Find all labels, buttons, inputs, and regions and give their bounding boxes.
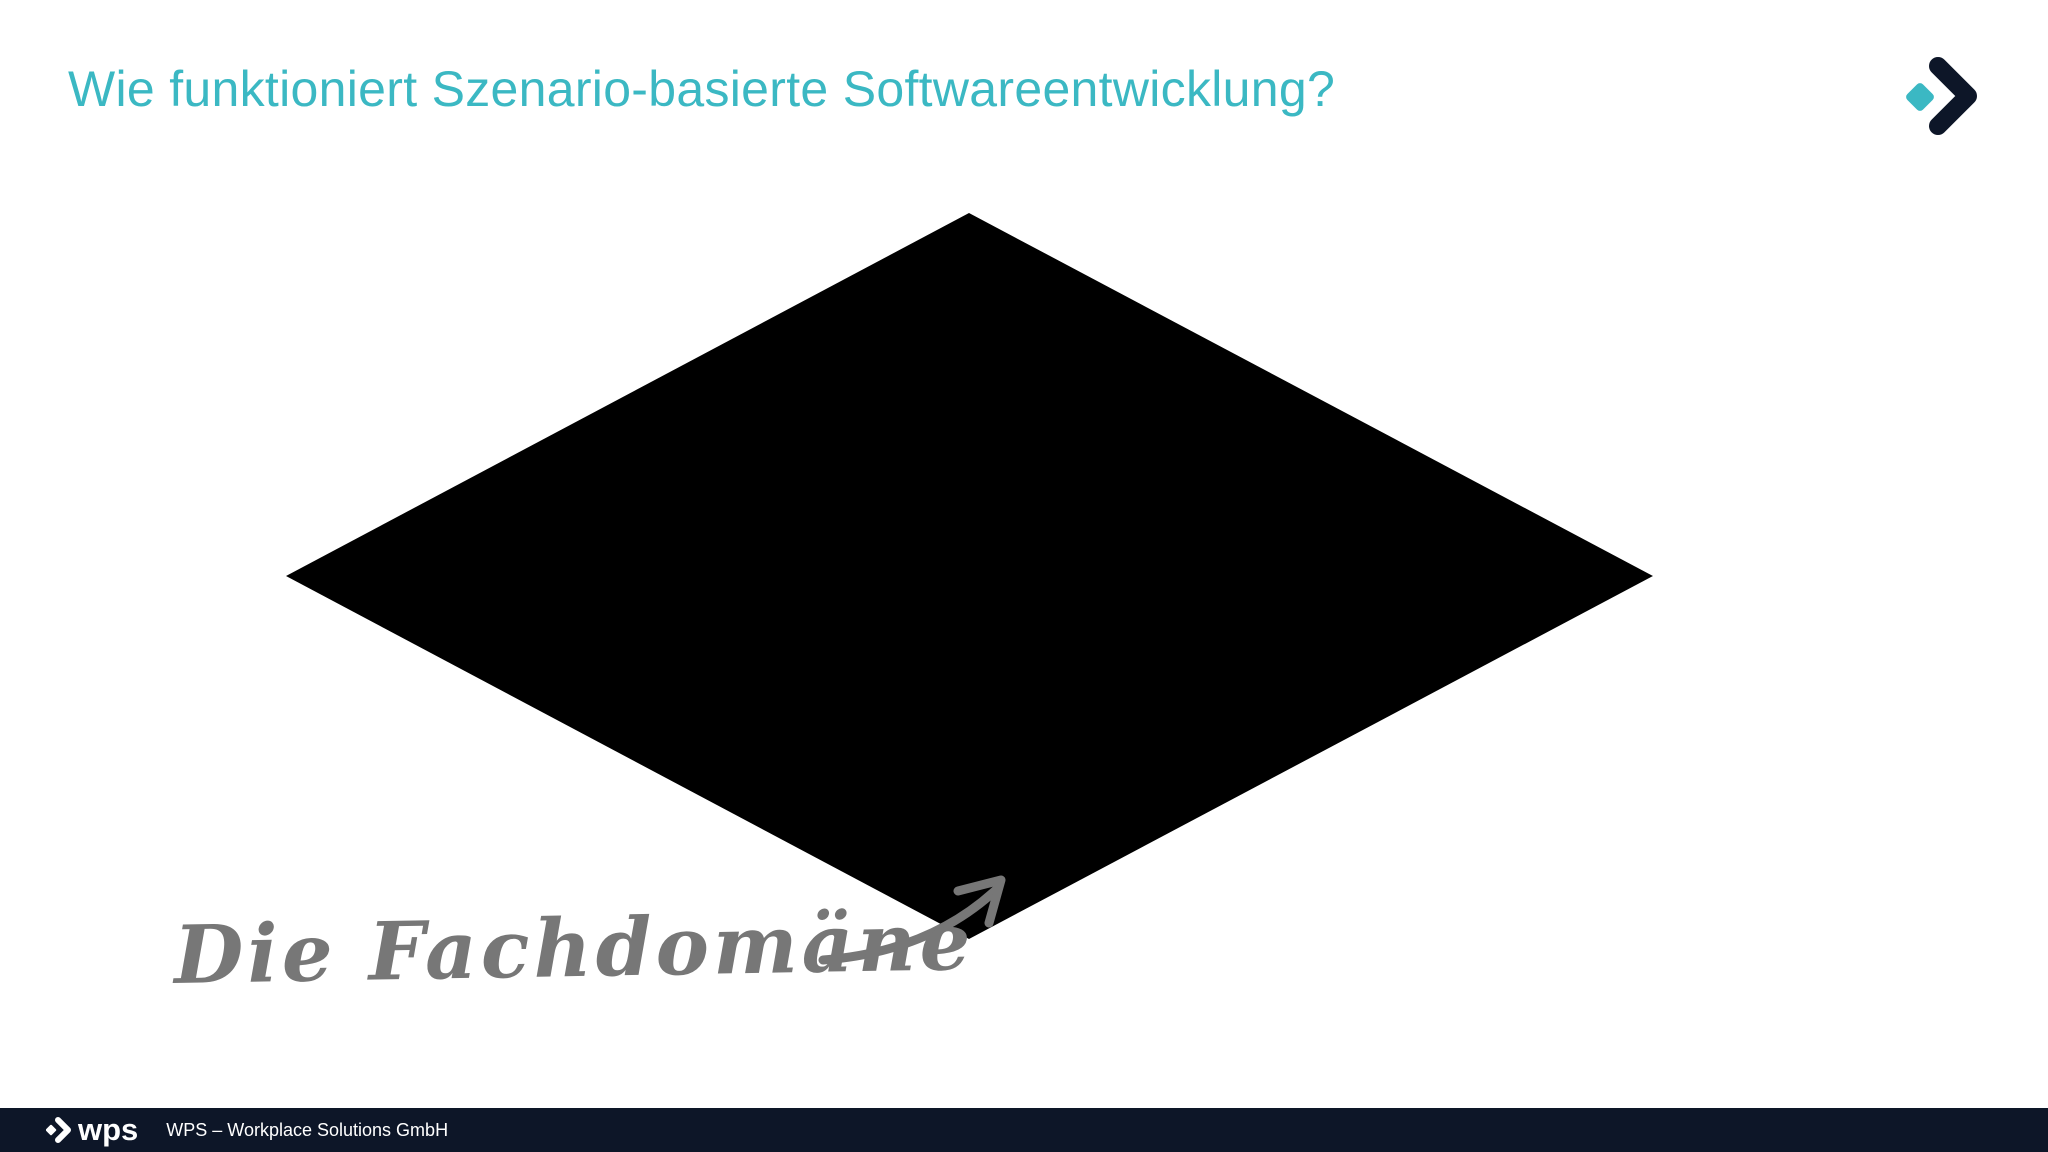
footer-logo-small-diamond	[46, 1124, 57, 1136]
domain-diamond	[286, 213, 1653, 939]
footer-company-name: WPS – Workplace Solutions GmbH	[166, 1120, 449, 1140]
curved-arrow-icon	[818, 883, 1003, 965]
footer-bar: wps WPS – Workplace Solutions GmbH	[0, 1108, 2048, 1152]
footer-logo-text: wps	[78, 1112, 139, 1147]
brand-logo-chevron	[1929, 57, 1977, 135]
footer-chevron-icon	[46, 1117, 71, 1143]
footer-logo-chevron	[55, 1117, 71, 1143]
slide-title: Wie funktioniert Szenario-basierte Softw…	[68, 61, 1336, 117]
brand-logo-small-diamond	[1906, 83, 1934, 111]
arrowhead-icon	[953, 875, 1006, 928]
brand-logo-icon	[1906, 57, 1977, 135]
annotation-label: Die Fachdomäne	[173, 894, 976, 1002]
footer-logo: wps	[46, 1108, 138, 1152]
